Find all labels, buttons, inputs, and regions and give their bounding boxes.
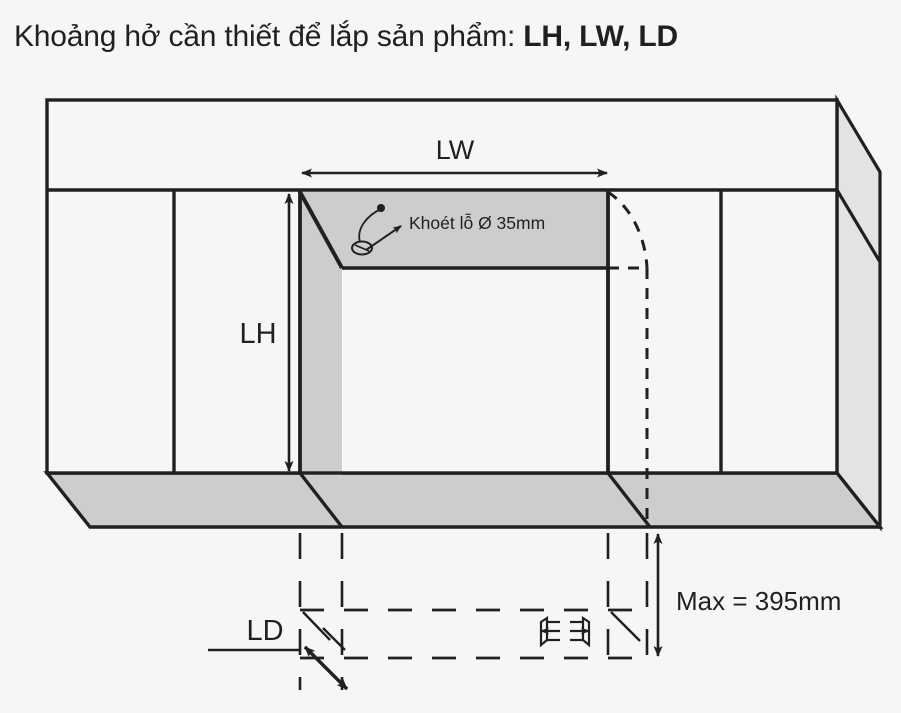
page-title-bold: LH, LW, LD (523, 20, 678, 53)
lw-dimension: LW (301, 135, 608, 178)
ld-arrow-line (303, 645, 349, 691)
max-depth-label: Max = 395mm (676, 586, 841, 616)
depth-projection-region (298, 533, 649, 690)
cabinet-front-face (45, 98, 839, 529)
hole-callout: Khoét lỗ Ø 35mm (351, 204, 545, 256)
hole-leader-dot (377, 204, 385, 212)
page-title: Khoảng hở cần thiết để lắp sản phẩm: LH,… (14, 18, 894, 56)
hole-ellipse (351, 240, 373, 256)
opening-left-jamb (300, 192, 342, 527)
ld-label: LD (246, 615, 283, 647)
max-depth-dimension: Max = 395mm (653, 533, 841, 657)
depth-icon-right (570, 615, 591, 648)
lh-label: LH (239, 318, 276, 350)
right-perspective-side (835, 94, 882, 532)
door-swing-dashed-path (607, 190, 649, 527)
page-title-normal: Khoảng hở cần thiết để lắp sản phẩm: (14, 20, 524, 53)
hole-note-label: Khoét lỗ Ø 35mm (409, 212, 545, 233)
depth-icon-left (539, 615, 560, 648)
hole-leader-arrow (365, 225, 402, 251)
lh-dimension: LH (239, 193, 294, 472)
depth-indicator-icon (539, 615, 591, 648)
ld-dimension: LD (208, 615, 349, 691)
cabinet-base (43, 471, 884, 529)
lw-label: LW (436, 135, 475, 165)
